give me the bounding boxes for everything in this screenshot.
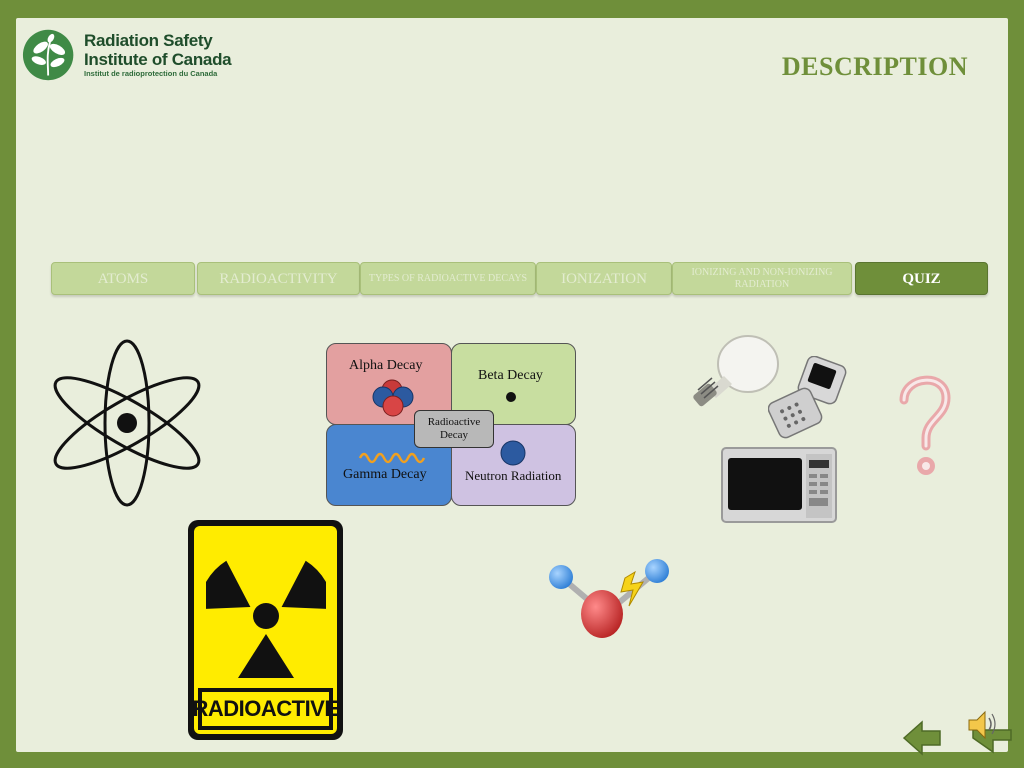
tab-atoms[interactable]: ATOMS <box>51 262 195 295</box>
logo-text: Radiation Safety Institute of Canada Ins… <box>84 31 232 79</box>
speaker-icon[interactable] <box>965 708 1013 756</box>
light-bulb-icon[interactable] <box>688 332 784 408</box>
beta-particle-icon <box>506 392 516 402</box>
gamma-decay-label: Gamma Decay <box>343 467 427 482</box>
alpha-decay-label: Alpha Decay <box>349 358 423 373</box>
molecule-icon[interactable] <box>545 556 695 656</box>
beta-decay-label: Beta Decay <box>478 368 543 383</box>
alpha-particle-icon <box>372 379 414 417</box>
question-mark-icon[interactable] <box>894 368 956 482</box>
radiation-sign-body: RADIOACTIVE <box>192 526 339 734</box>
tab-types-of-decays[interactable]: TYPES OF RADIOACTIVE DECAYS <box>360 262 536 295</box>
tab-radioactivity[interactable]: RADIOACTIVITY <box>197 262 360 295</box>
logo-line2: Institute of Canada <box>84 50 232 69</box>
radiation-sign[interactable]: RADIOACTIVE <box>188 520 343 740</box>
tab-quiz[interactable]: QUIZ <box>855 262 988 295</box>
radiation-sign-label: RADIOACTIVE <box>192 688 339 730</box>
logo-line1: Radiation Safety <box>84 31 213 50</box>
tab-ionization[interactable]: IONIZATION <box>536 262 672 295</box>
radiation-trefoil-icon <box>206 560 326 678</box>
neutron-radiation-label: Neutron Radiation <box>465 468 562 483</box>
tab-ionizing-non-ionizing[interactable]: IONIZING AND NON-IONIZING RADIATION <box>672 262 852 295</box>
logo-line3: Institut de radioprotection du Canada <box>84 69 218 78</box>
radioactive-decay-center[interactable]: Radioactive Decay <box>414 410 494 448</box>
gamma-wave-icon <box>358 452 426 464</box>
back-arrow-icon[interactable] <box>902 718 942 758</box>
flip-phone-icon[interactable] <box>768 356 852 440</box>
neutron-particle-icon <box>500 440 526 466</box>
page-title: DESCRIPTION <box>781 52 968 81</box>
logo-icon <box>22 29 74 81</box>
microwave-icon[interactable] <box>720 446 838 526</box>
atom-icon[interactable] <box>52 338 202 508</box>
